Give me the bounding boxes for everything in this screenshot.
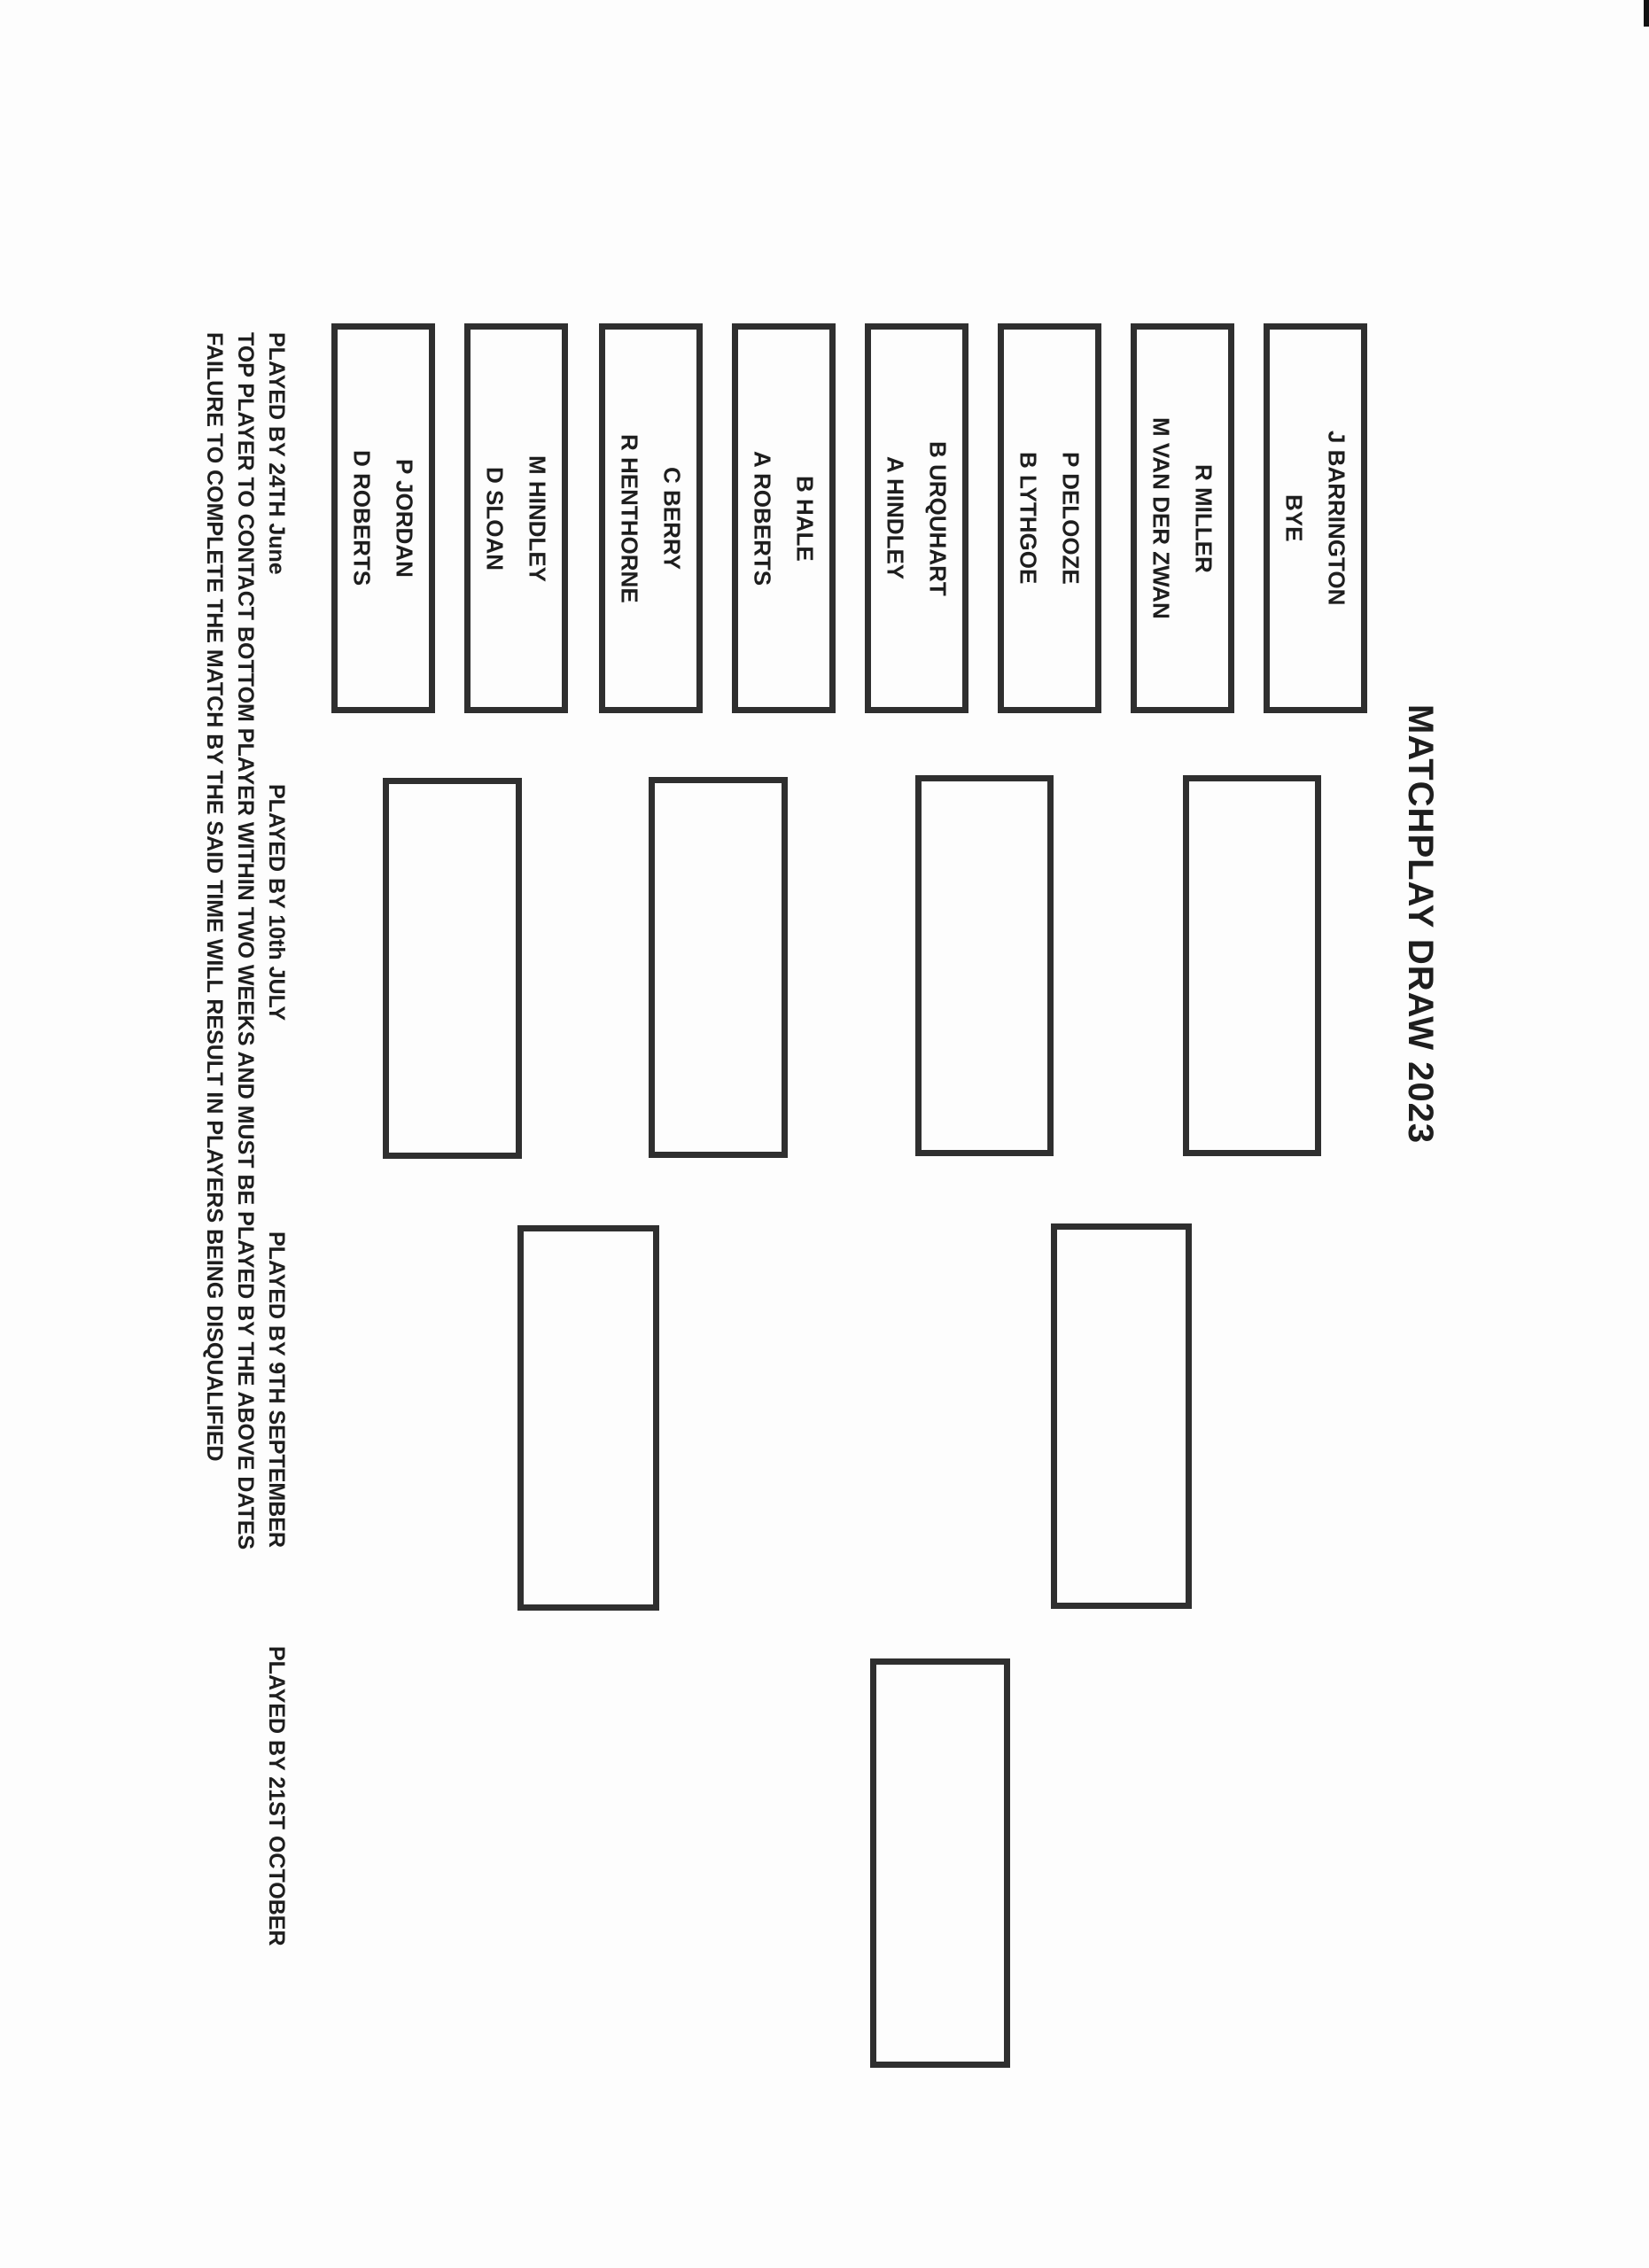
player-top: C BERRY bbox=[658, 466, 686, 571]
round2-box-1 bbox=[1183, 775, 1321, 1156]
round2-box-3 bbox=[649, 777, 788, 1158]
round1-deadline: PLAYED BY 24TH June bbox=[264, 332, 289, 575]
match-box-5: B HALE A ROBERTS bbox=[732, 323, 836, 713]
player-top: P DELOOZE bbox=[1057, 452, 1085, 585]
page-edge-mark bbox=[1644, 0, 1649, 27]
player-bottom: A HINDLEY bbox=[882, 456, 909, 580]
round3-deadline: PLAYED BY 9TH SEPTEMBER bbox=[264, 1231, 289, 1549]
player-top: R MILLER bbox=[1190, 463, 1217, 573]
match-box-7: M HINDLEY D SLOAN bbox=[464, 323, 568, 713]
round2-box-4 bbox=[383, 778, 522, 1159]
rule-disqualification: FAILURE TO COMPLETE THE MATCH BY THE SAI… bbox=[202, 332, 227, 1462]
player-bottom: R HENTHORNE bbox=[616, 433, 643, 603]
round2-deadline: PLAYED BY 10th JULY bbox=[264, 784, 289, 1021]
player-bottom: BYE bbox=[1280, 494, 1308, 542]
final-deadline: PLAYED BY 21ST OCTOBER bbox=[264, 1646, 289, 1946]
match-box-3: P DELOOZE B LYTHGOE bbox=[998, 323, 1101, 713]
player-bottom: B LYTHGOE bbox=[1015, 452, 1042, 585]
player-top: B HALE bbox=[791, 475, 819, 562]
match-box-1: J BARRINGTON BYE bbox=[1264, 323, 1367, 713]
match-box-4: B URQUHART A HINDLEY bbox=[865, 323, 968, 713]
round2-box-2 bbox=[915, 775, 1054, 1156]
player-bottom: A ROBERTS bbox=[749, 450, 776, 586]
player-top: P JORDAN bbox=[391, 459, 418, 578]
round3-box-2 bbox=[517, 1225, 659, 1611]
player-bottom: D ROBERTS bbox=[348, 450, 376, 586]
match-box-8: P JORDAN D ROBERTS bbox=[331, 323, 435, 713]
player-bottom: M VAN DER ZWAN bbox=[1147, 417, 1175, 619]
match-box-6: C BERRY R HENTHORNE bbox=[599, 323, 703, 713]
round3-box-1 bbox=[1051, 1223, 1192, 1609]
final-box bbox=[870, 1658, 1010, 2068]
page-title: MATCHPLAY DRAW 2023 bbox=[1401, 704, 1440, 1145]
player-top: M HINDLEY bbox=[524, 454, 551, 582]
player-bottom: D SLOAN bbox=[481, 466, 509, 571]
player-top: J BARRINGTON bbox=[1323, 431, 1350, 606]
match-box-2: R MILLER M VAN DER ZWAN bbox=[1131, 323, 1234, 713]
player-top: B URQUHART bbox=[924, 440, 952, 596]
rule-contact: TOP PLAYER TO CONTACT BOTTOM PLAYER WITH… bbox=[233, 332, 258, 1550]
